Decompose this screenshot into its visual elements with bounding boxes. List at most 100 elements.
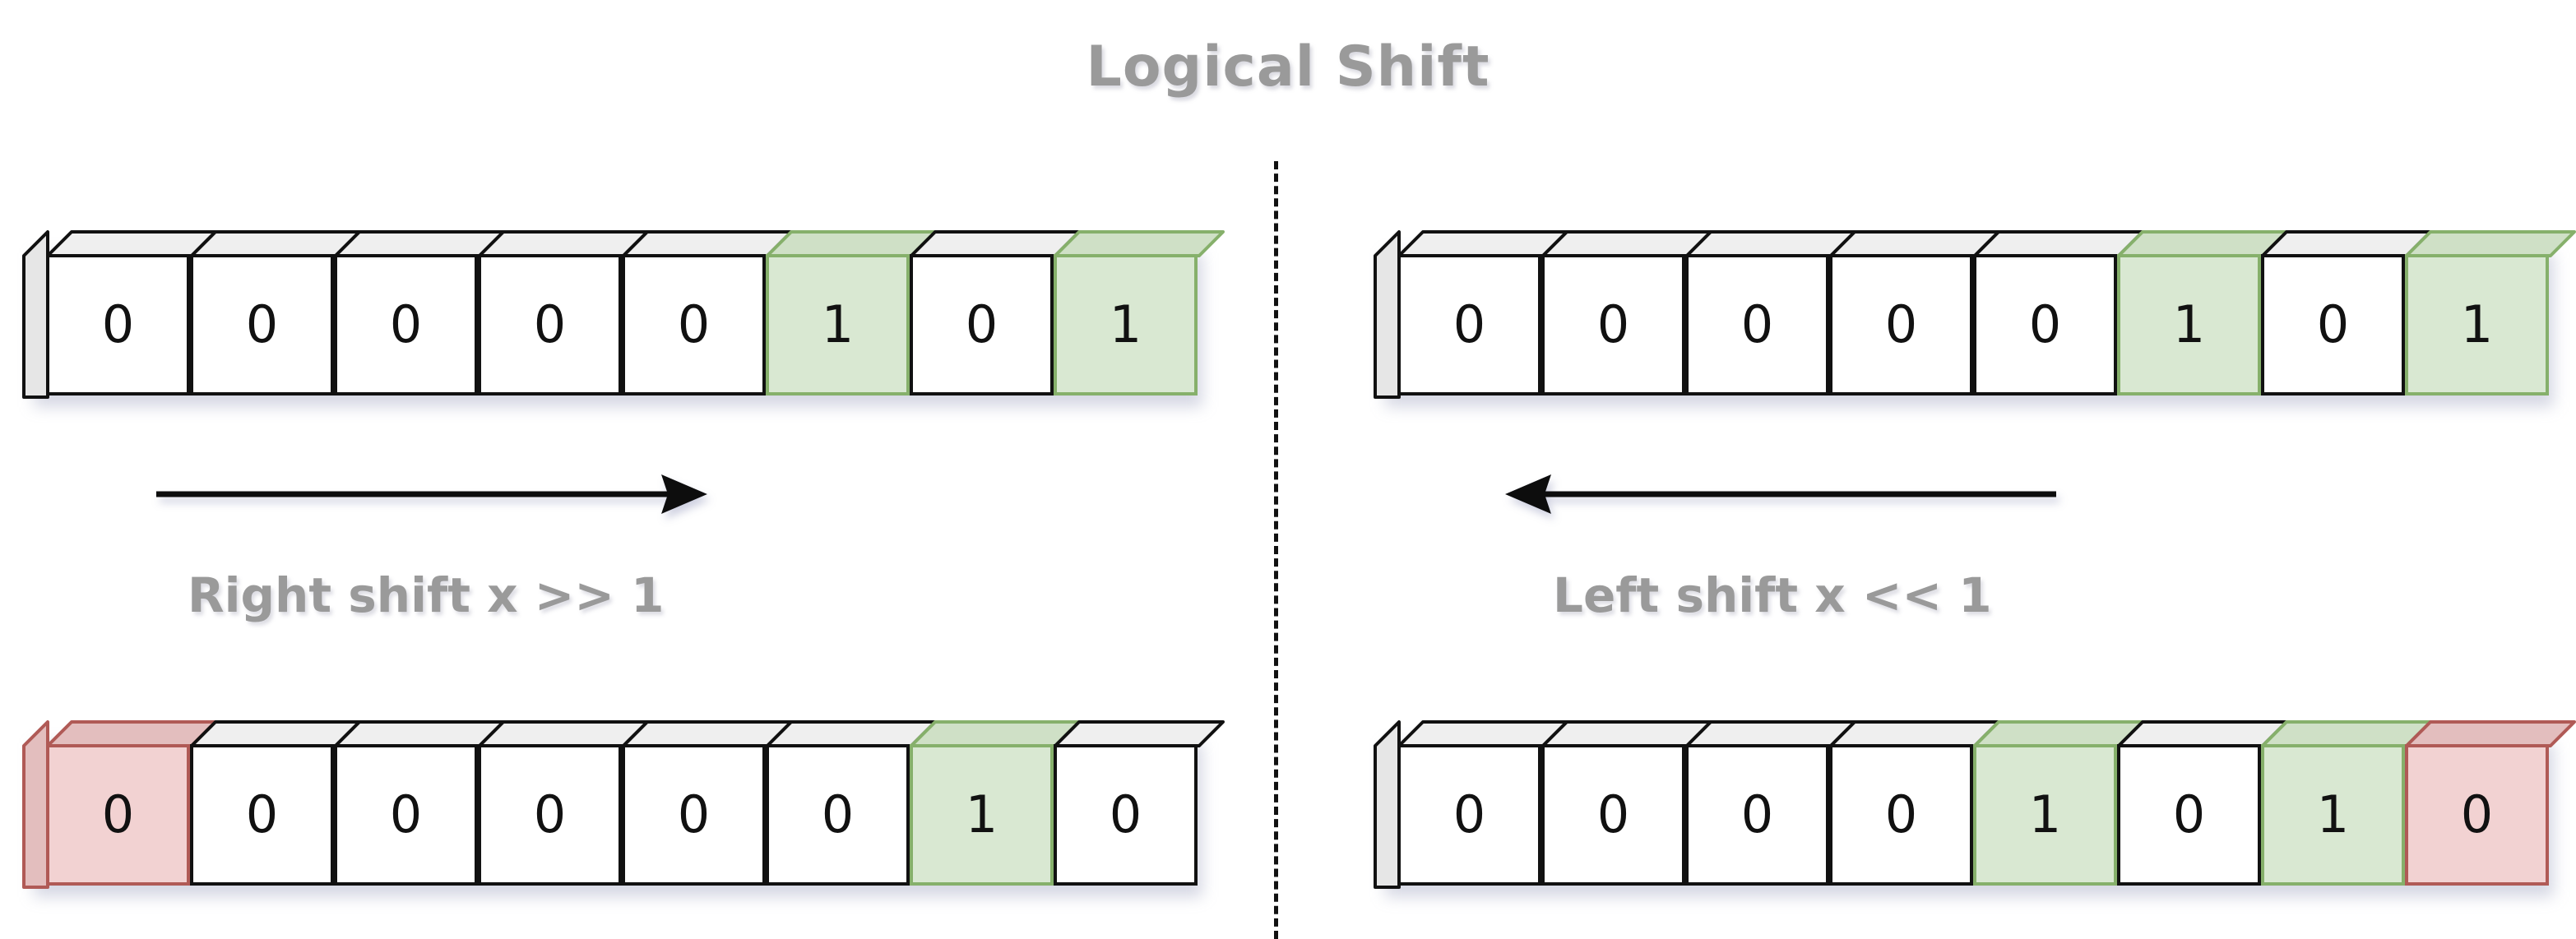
bit-cell-top-face bbox=[766, 230, 937, 257]
bit-value: 1 bbox=[821, 294, 855, 354]
bit-cell-top-face bbox=[1054, 720, 1225, 747]
bit-cell[interactable]: 1 bbox=[2261, 720, 2432, 886]
bit-value: 0 bbox=[1452, 294, 1486, 354]
bit-cell-front-face: 0 bbox=[1685, 254, 1829, 395]
bit-cell-front-face: 0 bbox=[910, 254, 1054, 395]
bit-cell[interactable]: 0 bbox=[1541, 720, 1712, 886]
bit-cell[interactable]: 1 bbox=[2405, 230, 2576, 395]
bit-cell-top-face bbox=[1973, 230, 2144, 257]
bit-value: 0 bbox=[677, 294, 711, 354]
bit-cell-top-face bbox=[1541, 230, 1712, 257]
bit-cell-front-face: 1 bbox=[766, 254, 910, 395]
bit-cell-front-face: 0 bbox=[1829, 254, 1973, 395]
bit-value: 1 bbox=[2460, 294, 2494, 354]
bit-cell[interactable]: 0 bbox=[622, 720, 793, 886]
bit-cell[interactable]: 0 bbox=[478, 230, 649, 395]
bit-value: 1 bbox=[2316, 784, 2350, 844]
bit-cell-front-face: 0 bbox=[334, 254, 478, 395]
bit-cell-top-face bbox=[2117, 720, 2288, 747]
bit-cell[interactable]: 0 bbox=[766, 720, 937, 886]
bit-value: 0 bbox=[1596, 784, 1630, 844]
bit-value: 0 bbox=[1740, 784, 1774, 844]
bit-value: 0 bbox=[533, 294, 567, 354]
bit-cell-top-face bbox=[46, 720, 217, 747]
bit-value: 0 bbox=[245, 784, 279, 844]
bit-cell[interactable]: 1 bbox=[2117, 230, 2288, 395]
bit-cell-top-face bbox=[1541, 720, 1712, 747]
bit-cell[interactable]: 0 bbox=[1541, 230, 1712, 395]
bit-cell[interactable]: 0 bbox=[1685, 230, 1856, 395]
bit-cell[interactable]: 0 bbox=[46, 230, 217, 395]
bit-cell[interactable]: 0 bbox=[1973, 230, 2144, 395]
bit-cell[interactable]: 0 bbox=[190, 720, 361, 886]
bit-cell-top-face bbox=[2261, 230, 2432, 257]
bit-value: 0 bbox=[389, 784, 423, 844]
bit-cell[interactable]: 0 bbox=[1829, 720, 2000, 886]
bit-value: 0 bbox=[821, 784, 855, 844]
bit-value: 0 bbox=[2316, 294, 2350, 354]
bit-cell-top-face bbox=[1829, 720, 2000, 747]
bit-cell[interactable]: 1 bbox=[1973, 720, 2144, 886]
bit-value: 0 bbox=[1884, 784, 1918, 844]
bit-value: 0 bbox=[245, 294, 279, 354]
bit-cell[interactable]: 1 bbox=[910, 720, 1081, 886]
bit-cell-top-face bbox=[1685, 720, 1856, 747]
bit-cell[interactable]: 0 bbox=[1397, 720, 1568, 886]
bit-cell-front-face: 0 bbox=[1397, 744, 1541, 886]
bit-cell[interactable]: 0 bbox=[2405, 720, 2576, 886]
bit-value: 0 bbox=[2460, 784, 2494, 844]
bit-value: 0 bbox=[1596, 294, 1630, 354]
bit-cell-front-face: 1 bbox=[1054, 254, 1198, 395]
bit-cell-top-face bbox=[190, 720, 361, 747]
bit-cell-top-face bbox=[910, 230, 1081, 257]
bit-cell-top-face bbox=[2117, 230, 2288, 257]
bit-cell[interactable]: 1 bbox=[766, 230, 937, 395]
bit-value: 1 bbox=[2028, 784, 2062, 844]
bit-value: 0 bbox=[965, 294, 998, 354]
bit-cell-front-face: 1 bbox=[2117, 254, 2261, 395]
bit-cell-top-face bbox=[1397, 720, 1568, 747]
bit-cell-front-face: 0 bbox=[2117, 744, 2261, 886]
bit-cell[interactable]: 0 bbox=[1397, 230, 1568, 395]
bit-cell[interactable]: 0 bbox=[622, 230, 793, 395]
bit-value: 0 bbox=[533, 784, 567, 844]
bit-cell-top-face bbox=[766, 720, 937, 747]
bit-cell[interactable]: 0 bbox=[334, 720, 505, 886]
bit-value: 0 bbox=[1109, 784, 1142, 844]
bit-cell-front-face: 0 bbox=[1973, 254, 2117, 395]
left-input-side-face bbox=[22, 230, 49, 399]
bit-cell[interactable]: 0 bbox=[1685, 720, 1856, 886]
bit-cell-top-face bbox=[478, 230, 649, 257]
bit-cell[interactable]: 0 bbox=[1054, 720, 1225, 886]
bit-cell-front-face: 0 bbox=[478, 744, 622, 886]
bit-cell[interactable]: 0 bbox=[2261, 230, 2432, 395]
bit-cell[interactable]: 0 bbox=[1829, 230, 2000, 395]
page-title: Logical Shift bbox=[1086, 35, 1490, 99]
right-panel-caption: Left shift x << 1 bbox=[1553, 567, 1992, 623]
bit-cell[interactable]: 0 bbox=[190, 230, 361, 395]
bit-cell-front-face: 0 bbox=[1541, 744, 1685, 886]
panel-divider bbox=[1274, 161, 1278, 939]
bit-cell[interactable]: 0 bbox=[478, 720, 649, 886]
bit-cell-front-face: 0 bbox=[2405, 744, 2549, 886]
bit-cell-top-face bbox=[1685, 230, 1856, 257]
bit-cell[interactable]: 0 bbox=[334, 230, 505, 395]
bit-cell[interactable]: 0 bbox=[46, 720, 217, 886]
bit-cell-top-face bbox=[2261, 720, 2432, 747]
bit-cell[interactable]: 0 bbox=[2117, 720, 2288, 886]
bit-cell-front-face: 1 bbox=[1973, 744, 2117, 886]
bit-cell-top-face bbox=[1397, 230, 1568, 257]
bit-cell-top-face bbox=[2405, 230, 2576, 257]
bit-cell[interactable]: 1 bbox=[1054, 230, 1225, 395]
bit-cell-top-face bbox=[1973, 720, 2144, 747]
bit-cell-front-face: 1 bbox=[2261, 744, 2405, 886]
bit-cell[interactable]: 0 bbox=[910, 230, 1081, 395]
bit-value: 0 bbox=[389, 294, 423, 354]
bit-value: 0 bbox=[101, 784, 135, 844]
